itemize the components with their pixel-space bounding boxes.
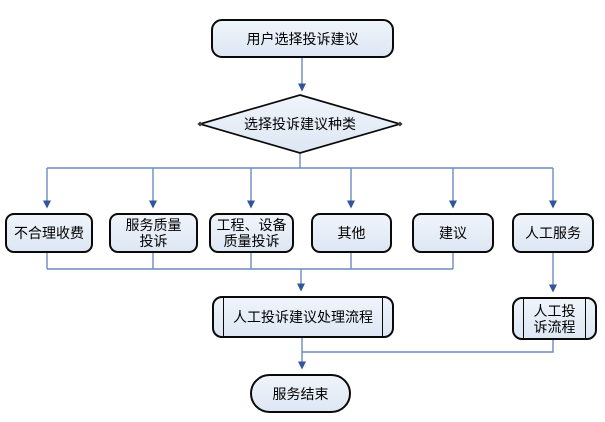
node-service-quality-complaint: 服务质量 投诉 (109, 213, 198, 253)
node-end: 服务结束 (250, 374, 351, 413)
node-manual-complaint-suggestion-process: 人工投诉建议处理流程 (212, 296, 394, 338)
decision-diamond-shape (196, 94, 404, 154)
decision-left-connector-dot (197, 121, 203, 127)
node-other: 其他 (311, 213, 392, 253)
node-start-label: 用户选择投诉建议 (246, 30, 359, 47)
edge-right-flow-to-end (302, 340, 554, 353)
node-manual-complaint-process: 人工投 诉流程 (512, 297, 597, 340)
node-manual-complaint-process-label: 人工投 诉流程 (533, 302, 576, 335)
node-suggestion: 建议 (412, 213, 494, 253)
node-decision: 选择投诉建议种类 (200, 95, 400, 153)
node-engineering-equipment-quality-complaint: 工程、设备 质量投诉 (209, 213, 294, 253)
node-manual-service-label: 人工服务 (525, 225, 581, 241)
node-unreasonable-fee-label: 不合理收费 (14, 225, 84, 241)
node-manual-service: 人工服务 (512, 213, 594, 253)
node-other-label: 其他 (337, 225, 366, 241)
node-engineering-equipment-quality-complaint-label: 工程、设备 质量投诉 (216, 217, 287, 249)
node-suggestion-label: 建议 (439, 225, 467, 241)
decision-right-connector-dot (397, 121, 403, 127)
node-manual-complaint-suggestion-process-label: 人工投诉建议处理流程 (233, 309, 373, 325)
node-service-quality-complaint-label: 服务质量 投诉 (125, 217, 182, 249)
node-unreasonable-fee: 不合理收费 (5, 213, 93, 253)
edge-decision-trunk (47, 153, 553, 169)
edge-merge-bus (46, 253, 454, 270)
node-start: 用户选择投诉建议 (211, 19, 394, 58)
node-end-label: 服务结束 (272, 385, 329, 402)
node-decision-label: 选择投诉建议种类 (244, 116, 356, 132)
